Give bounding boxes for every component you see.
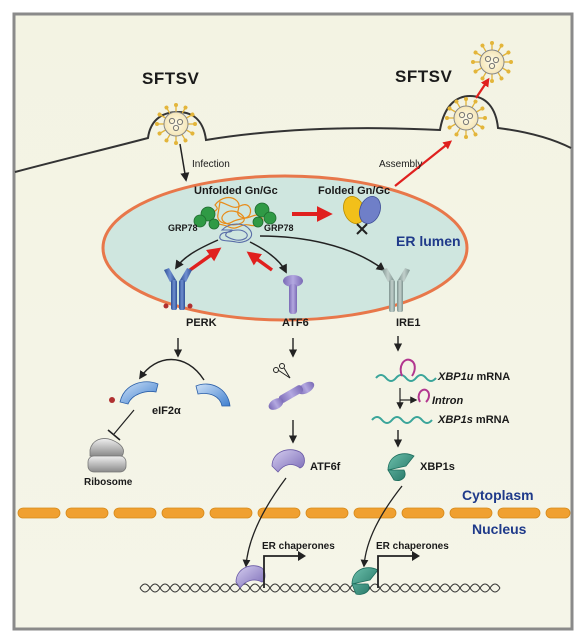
chaperone-transcription-right-arrow	[377, 555, 414, 588]
eif2a-label: eIF2α	[152, 405, 181, 417]
ire1-receptor-icon	[382, 268, 410, 312]
xbp1s-suffix-text: mRNA	[472, 414, 510, 426]
cytoplasm-label: Cytoplasm	[462, 487, 534, 503]
eif2a-right-icon	[195, 383, 231, 407]
ire1-activation-arrow	[259, 235, 386, 272]
xbp1s-protein-icon	[387, 453, 415, 481]
atf6f-bound-icon	[235, 565, 266, 589]
grp78-right-icon	[252, 202, 277, 228]
chaperone-transcription-left-arrow	[263, 555, 300, 588]
inhibition-bar	[107, 429, 121, 441]
assembly-label: Assembly	[379, 159, 423, 170]
er-chaperones-right-label: ER chaperones	[376, 541, 449, 552]
unfolded-gn-gc-label: Unfolded Gn/Gc	[194, 185, 278, 197]
xbp1u-mrna-label: XBP1u mRNA	[438, 372, 510, 383]
nucleus-label: Nucleus	[472, 521, 527, 537]
plasma-membrane	[14, 94, 572, 173]
release-arrow	[475, 77, 490, 99]
xbp1s-import-arrow	[360, 485, 403, 568]
atf6-label: ATF6	[282, 317, 309, 329]
atf6-receptor-icon	[283, 275, 303, 314]
translation-inhibition-line	[113, 409, 135, 435]
xbp1u-suffix-text: mRNA	[473, 371, 511, 383]
cleaved-atf6-icon	[268, 381, 315, 410]
virus-label-left: SFTSV	[142, 69, 200, 88]
intron-label: Intron	[432, 395, 464, 407]
perk-activation-arrow	[175, 239, 219, 270]
grp78-right-label: GRP78	[264, 223, 294, 233]
perk-receptor-icon	[163, 268, 193, 310]
folded-gn-gc-label: Folded Gn/Gc	[318, 185, 391, 197]
excised-intron-icon	[417, 388, 430, 403]
atf6-release-arrow	[246, 251, 274, 272]
xbp1s-label: XBP1s	[420, 461, 455, 473]
virus-label-right: SFTSV	[395, 67, 453, 86]
perk-release-arrow	[188, 247, 222, 272]
atf6f-icon	[271, 449, 305, 473]
xbp1s-mrna-label: XBP1s mRNA	[438, 415, 510, 426]
er-lumen-label: ER lumen	[396, 233, 461, 249]
xbp1u-intron-loop	[399, 358, 416, 377]
xbp1u-gene-text: XBP1u	[438, 371, 474, 383]
grp78-left-label: GRP78	[168, 223, 198, 233]
atf6f-label: ATF6f	[310, 461, 341, 473]
xbp1s-gene-text: XBP1s	[438, 414, 473, 426]
ire1-label: IRE1	[396, 317, 421, 329]
nuclear-membrane	[17, 507, 571, 519]
assembly-arrow	[394, 140, 453, 187]
folded-glycoprotein-icon	[343, 196, 381, 235]
grp78-left-icon	[193, 206, 220, 230]
infection-label: Infection	[192, 159, 230, 170]
atf6-activation-arrow	[249, 241, 287, 274]
ribosome-label: Ribosome	[84, 477, 133, 488]
atf6f-import-arrow	[242, 477, 287, 568]
infection-arrow	[179, 143, 190, 182]
ribosome-icon	[87, 438, 127, 473]
perk-label: PERK	[186, 317, 217, 329]
xbp1s-mrna-icon	[371, 416, 433, 424]
eif2a-cycle-arrow	[139, 358, 205, 381]
eif2a-left-icon	[109, 381, 159, 405]
misfolded-protein-icon	[219, 223, 253, 243]
xbp1u-mrna-icon	[375, 374, 437, 382]
er-chaperones-left-label: ER chaperones	[262, 541, 335, 552]
cell-frame	[12, 12, 574, 631]
scissors-icon	[273, 363, 291, 379]
